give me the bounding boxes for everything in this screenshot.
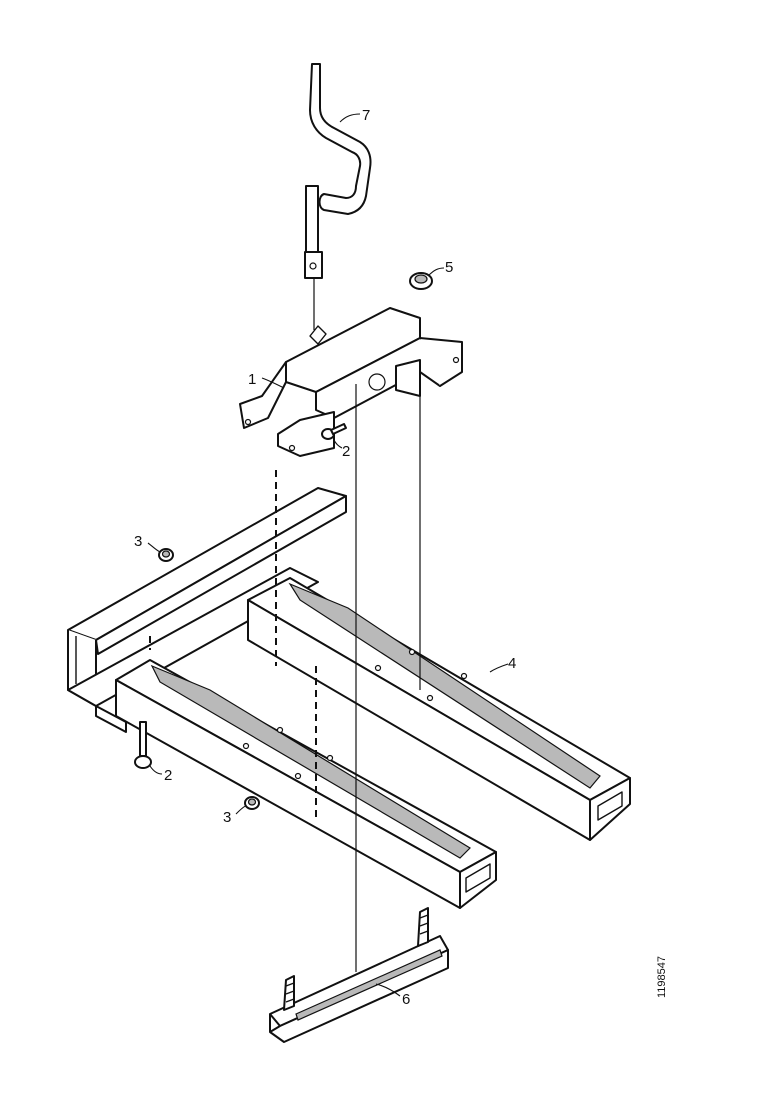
nut (409, 272, 433, 290)
bolt-upper (321, 423, 347, 440)
leader-3-upper (147, 542, 161, 553)
leader-3-lower (235, 805, 247, 815)
callout-4: 4 (508, 655, 516, 672)
crank-handle (304, 63, 372, 279)
callout-3-lower: 3 (223, 809, 231, 826)
ramp-channel-back (247, 577, 631, 841)
reference-number: 1198547 (656, 956, 668, 998)
leader-1 (261, 377, 285, 389)
nut-lower (244, 796, 260, 810)
callout-7: 7 (362, 107, 370, 124)
frame-rail (67, 487, 347, 733)
leader-2-lower (149, 765, 163, 775)
nut-upper (158, 548, 174, 562)
bolt-lower (134, 721, 152, 769)
callout-2-upper: 2 (342, 443, 350, 460)
leader-2-upper (333, 439, 343, 449)
callout-3-upper: 3 (134, 533, 142, 550)
callout-1: 1 (248, 371, 256, 388)
leader-4 (489, 663, 509, 673)
callout-2-lower: 2 (164, 767, 172, 784)
callout-6: 6 (402, 991, 410, 1008)
callout-5: 5 (445, 259, 453, 276)
leader-6 (375, 983, 401, 997)
ramp-channel-front (115, 659, 497, 909)
top-bracket (239, 307, 463, 457)
leader-7 (339, 113, 361, 123)
base-plate (269, 907, 449, 1043)
leader-5 (427, 267, 445, 277)
